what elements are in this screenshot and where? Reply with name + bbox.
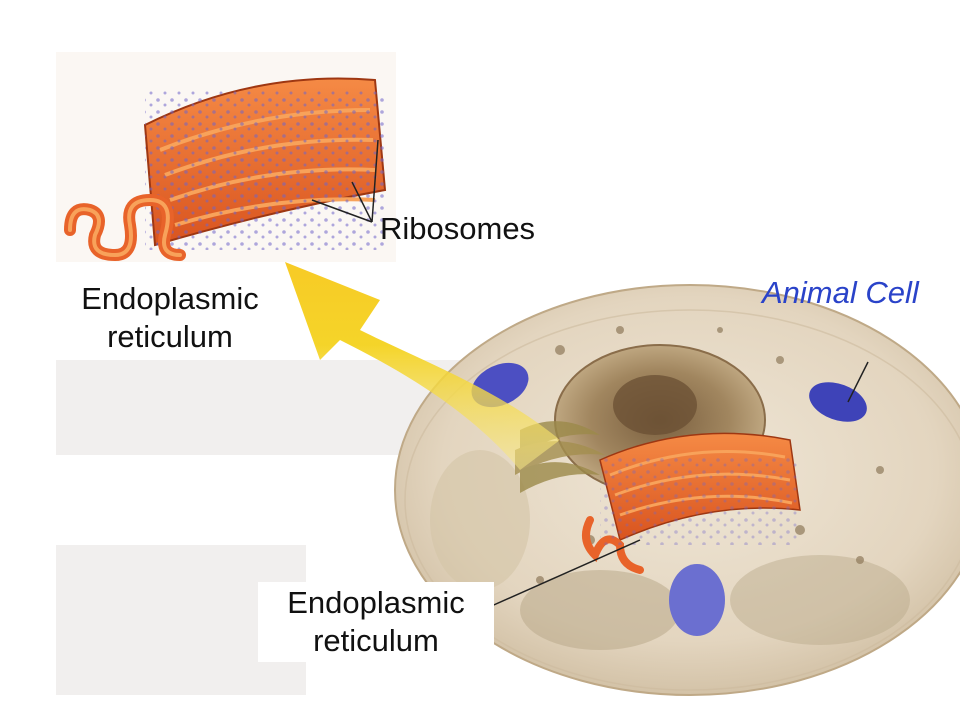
animal-cell bbox=[394, 284, 960, 696]
cell-endoplasmic-reticulum bbox=[582, 432, 801, 574]
er-label-bottom-line2: reticulum bbox=[313, 623, 439, 658]
animal-cell-label-text: Animal Cell bbox=[762, 275, 919, 310]
zoom-arrow bbox=[285, 262, 560, 470]
cytoplasm-patch bbox=[430, 450, 530, 590]
ribosome-pointers bbox=[311, 139, 379, 223]
er-label-top-line2: reticulum bbox=[107, 319, 233, 354]
ribosomes-label-text: Ribosomes bbox=[380, 211, 536, 246]
cytoplasm-patch bbox=[730, 555, 910, 645]
er-label-top: Endoplasmic reticulum bbox=[52, 278, 288, 358]
nucleolus bbox=[613, 375, 697, 435]
animal-cell-label: Animal Cell bbox=[756, 272, 925, 314]
animal-cell-pointer-line bbox=[847, 361, 869, 403]
inset-endoplasmic-reticulum bbox=[64, 77, 387, 262]
mitochondrion bbox=[669, 564, 725, 636]
er-pointer-line bbox=[477, 539, 641, 613]
er-label-top-line1: Endoplasmic bbox=[81, 281, 259, 316]
er-label-bottom: Endoplasmic reticulum bbox=[258, 582, 494, 662]
cytoplasm-patch bbox=[520, 570, 680, 650]
er-label-bottom-line1: Endoplasmic bbox=[287, 585, 465, 620]
ribosomes-label: Ribosomes bbox=[374, 208, 541, 250]
